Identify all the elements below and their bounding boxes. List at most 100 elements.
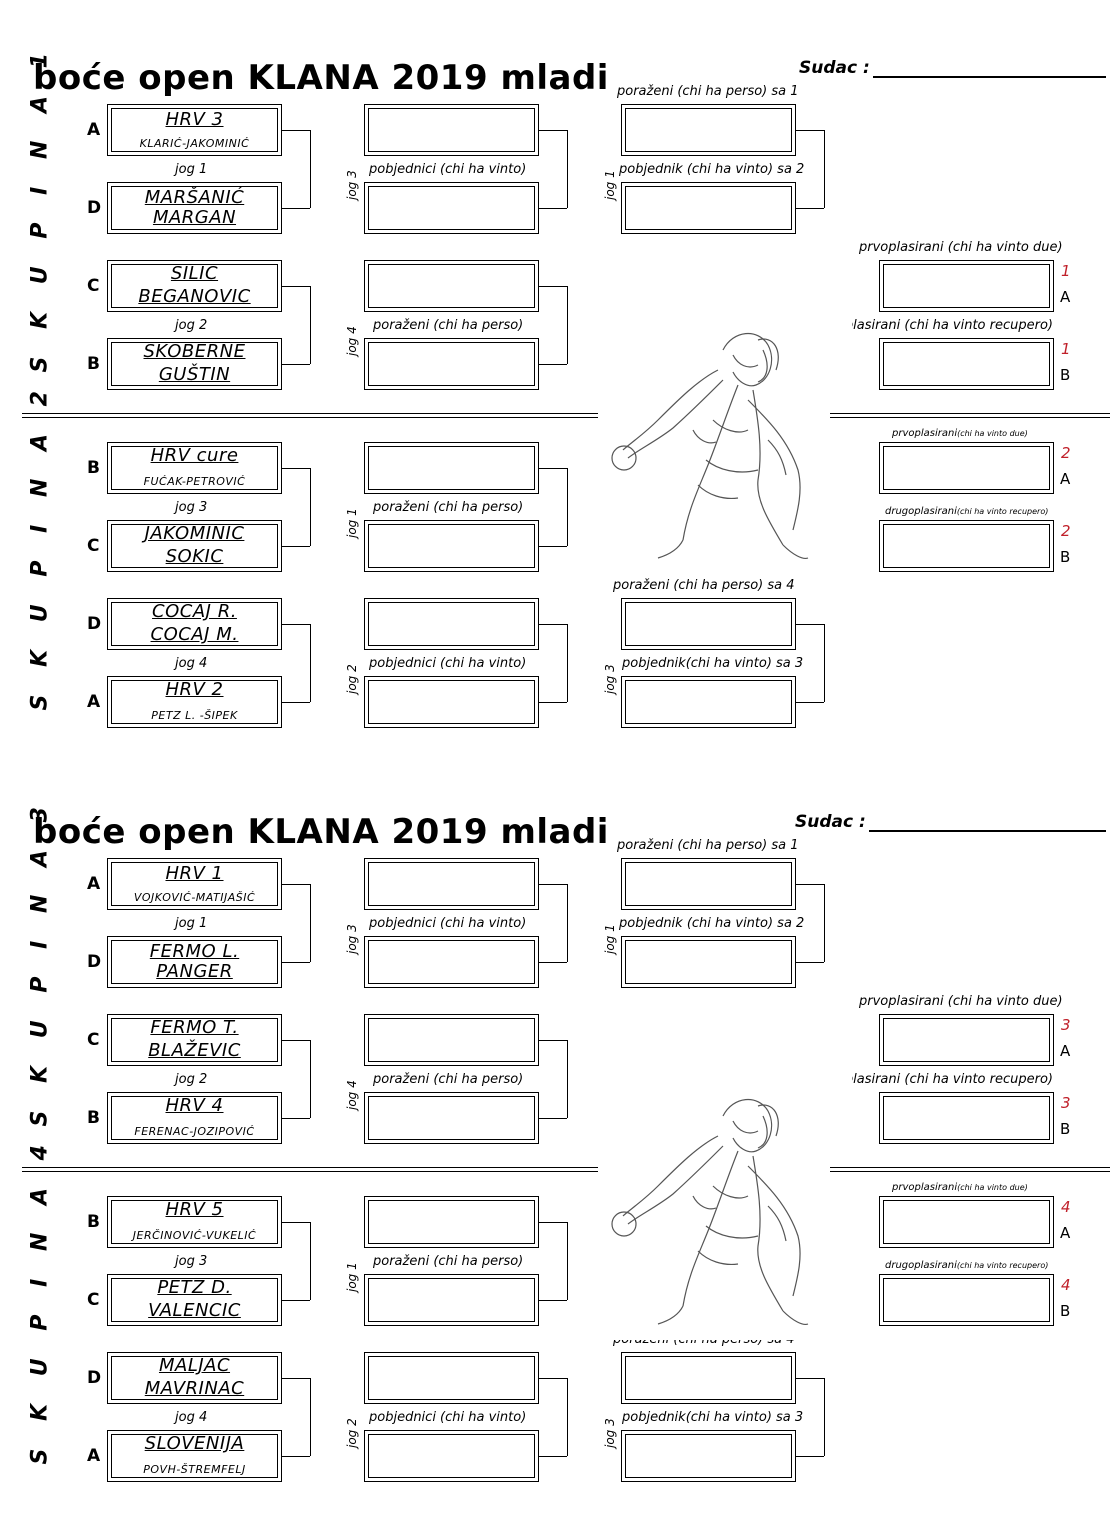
result-box[interactable] (364, 936, 539, 988)
rank-box[interactable] (879, 1274, 1054, 1326)
rank-box[interactable] (879, 338, 1054, 390)
result-box[interactable] (364, 1014, 539, 1066)
sheet-title: boće open KLANA 2019 mladi (33, 58, 609, 98)
referee-signature-line[interactable] (869, 830, 1106, 832)
team-players: COCAJ M. (150, 624, 239, 645)
team-box[interactable]: HRV 5 JERČINOVIĆ-VUKELIĆ (107, 1196, 282, 1248)
team-players: BLAŽEVIC (148, 1040, 241, 1061)
team-players: JERČINOVIĆ-VUKELIĆ (132, 1229, 257, 1242)
game-label: jog 1 (175, 162, 208, 177)
rank-letter: B (1060, 366, 1071, 384)
round-label: pobjednik(chi ha vinto) sa 3 (622, 656, 804, 671)
team-box[interactable]: FERMO L. PANGER (107, 936, 282, 988)
result-box[interactable] (621, 182, 796, 234)
team-box[interactable]: HRV cure FUĆAK-PETROVIĆ (107, 442, 282, 494)
result-box[interactable] (364, 442, 539, 494)
result-box[interactable] (621, 676, 796, 728)
team-letter: A (87, 692, 101, 712)
team-box[interactable]: PETZ D. VALENCIC (107, 1274, 282, 1326)
team-players: BEGANOVIC (138, 286, 251, 307)
rank-label: drugoplasirani(chi ha vinto recupero) (885, 1260, 1049, 1271)
result-box[interactable] (364, 1196, 539, 1248)
team-letter: B (87, 1108, 100, 1128)
round-label: pobjednik(chi ha vinto) sa 3 (622, 1410, 804, 1425)
game-label: jog 3 (603, 664, 617, 694)
result-box[interactable] (364, 1352, 539, 1404)
result-box[interactable] (621, 936, 796, 988)
game-label: jog 2 (345, 1418, 359, 1448)
team-box[interactable]: HRV 1 VOJKOVIĆ-MATIJAŠIĆ (107, 858, 282, 910)
rank-box[interactable] (879, 1092, 1054, 1144)
result-box[interactable] (364, 260, 539, 312)
result-box[interactable] (364, 338, 539, 390)
rank-box[interactable] (879, 520, 1054, 572)
game-label: jog 4 (175, 1410, 208, 1425)
team-name: JAKOMINIC (144, 523, 245, 544)
team-box[interactable]: MALJAC MAVRINAC (107, 1352, 282, 1404)
rank-letter: A (1060, 1224, 1071, 1242)
team-box[interactable]: SLOVENIJA POVH-ŠTREMFELJ (107, 1430, 282, 1482)
team-letter: B (87, 458, 100, 478)
team-letter: B (87, 354, 100, 374)
rank-box[interactable] (879, 260, 1054, 312)
round-label: poraženi (chi ha perso) sa 1 (617, 84, 799, 99)
sheet-title: boće open KLANA 2019 mladi (33, 812, 609, 852)
rank-box[interactable] (879, 1014, 1054, 1066)
game-label: jog 1 (345, 1262, 359, 1292)
rank-label: prvoplasirani(chi ha vinto due) (892, 1182, 1028, 1193)
result-box[interactable] (364, 598, 539, 650)
rank-number: 4 (1061, 1198, 1071, 1216)
game-label: jog 2 (175, 318, 208, 333)
result-box[interactable] (621, 1430, 796, 1482)
game-label: jog 2 (175, 1072, 208, 1087)
team-box[interactable]: HRV 3 KLARIĆ-JAKOMINIĆ (107, 104, 282, 156)
result-box[interactable] (364, 520, 539, 572)
rank-box[interactable] (879, 1196, 1054, 1248)
rank-letter: B (1060, 548, 1071, 566)
rank-number: 1 (1061, 340, 1071, 358)
round-label: poraženi (chi ha perso) (373, 1254, 524, 1269)
rank-box[interactable] (879, 442, 1054, 494)
result-box[interactable] (621, 598, 796, 650)
result-box[interactable] (621, 1352, 796, 1404)
team-box[interactable]: HRV 4 FERENAC-JOZIPOVIĆ (107, 1092, 282, 1144)
team-name: HRV 4 (165, 1095, 224, 1116)
team-name: SILIC (170, 263, 219, 284)
result-box[interactable] (621, 858, 796, 910)
team-box[interactable]: COCAJ R. COCAJ M. (107, 598, 282, 650)
team-box[interactable]: SKOBERNE GUŠTIN (107, 338, 282, 390)
group-divider (22, 1167, 599, 1172)
team-name: HRV cure (150, 445, 239, 466)
result-box[interactable] (364, 182, 539, 234)
team-players: MARGAN (152, 207, 237, 228)
result-box[interactable] (364, 858, 539, 910)
rank-number: 2 (1061, 444, 1071, 462)
team-box[interactable]: SILIC BEGANOVIC (107, 260, 282, 312)
result-box[interactable] (364, 1274, 539, 1326)
team-box[interactable]: HRV 2 PETZ L. -ŠIPEK (107, 676, 282, 728)
team-name: SLOVENIJA (144, 1433, 245, 1454)
rank-label: drugoplasirani(chi ha vinto recupero) (885, 506, 1049, 517)
team-name: HRV 2 (165, 679, 224, 700)
rank-letter: B (1060, 1120, 1071, 1138)
result-box[interactable] (621, 104, 796, 156)
result-box[interactable] (364, 104, 539, 156)
team-box[interactable]: FERMO T. BLAŽEVIC (107, 1014, 282, 1066)
rank-number: 2 (1061, 522, 1071, 540)
result-box[interactable] (364, 1092, 539, 1144)
game-label: jog 4 (345, 1080, 359, 1110)
team-name: FERMO L. (149, 941, 240, 962)
team-players: KLARIĆ-JAKOMINIĆ (139, 137, 250, 150)
referee-signature-line[interactable] (873, 76, 1106, 78)
rank-label: prvoplasirani(chi ha vinto due) (892, 428, 1028, 439)
result-box[interactable] (364, 1430, 539, 1482)
rank-label: prvoplasirani (chi ha vinto due) (859, 240, 1063, 255)
team-box[interactable]: JAKOMINIC SOKIC (107, 520, 282, 572)
result-box[interactable] (364, 676, 539, 728)
team-letter: D (87, 614, 102, 634)
team-players: POVH-ŠTREMFELJ (143, 1463, 246, 1476)
rank-letter: A (1060, 288, 1071, 306)
team-box[interactable]: MARŠANIĆ MARGAN (107, 182, 282, 234)
game-label: jog 1 (603, 170, 617, 200)
group-label: S K U P I N A 1 (27, 43, 53, 373)
